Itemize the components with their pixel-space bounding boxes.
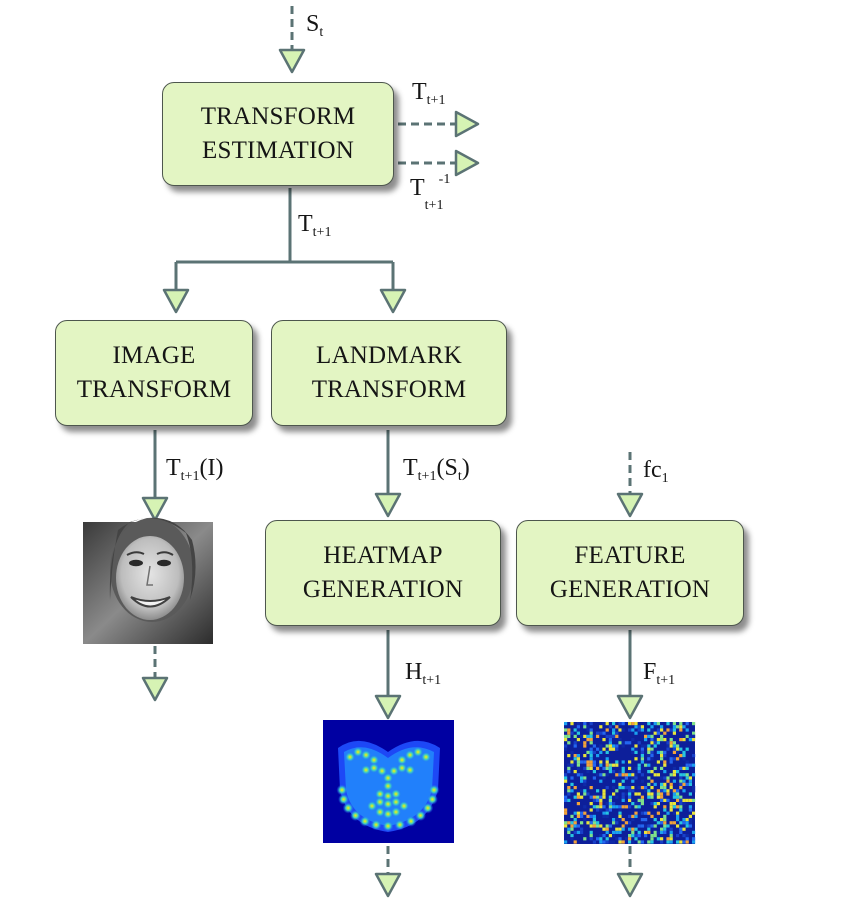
heatmap-generation-line-1: HEATMAP	[323, 541, 443, 569]
landmark-transform-box: LANDMARK TRANSFORM	[271, 320, 507, 426]
image-transform-line-1: IMAGE	[112, 341, 196, 369]
label-t-out-forward: Tt+1	[412, 79, 446, 108]
label-h: Ht+1	[405, 659, 442, 688]
feature-map	[564, 722, 696, 844]
output-t-inverse-arrowhead	[454, 149, 480, 177]
landmark-heatmap	[323, 720, 454, 843]
face-photo	[83, 517, 213, 644]
face-output-arrowhead	[141, 676, 169, 702]
face-arrowhead	[141, 496, 169, 522]
feature-generation-box: FEATURE GENERATION	[516, 520, 744, 626]
feature-gen-arrowhead	[616, 492, 644, 518]
heatmap-gen-arrowhead	[374, 492, 402, 518]
label-t-down: Tt+1	[298, 211, 332, 240]
label-t-landmark: Tt+1(St)	[403, 455, 470, 484]
heatmap-image-arrowhead	[374, 694, 402, 720]
heatmap-generation-box: HEATMAP GENERATION	[265, 520, 501, 626]
feature-image-output-arrowhead	[616, 872, 644, 898]
transform-estimation-line-2: ESTIMATION	[202, 137, 354, 164]
transform-estimation-line-1: TRANSFORM	[200, 102, 356, 130]
label-t-image: Tt+1(I)	[166, 455, 224, 484]
input-s-t-arrowhead	[278, 48, 306, 74]
landmark-transform-arrowhead	[379, 288, 407, 314]
image-transform-arrowhead	[162, 288, 190, 314]
label-fc: fc1	[643, 457, 669, 486]
feature-generation-line-2: GENERATION	[549, 576, 711, 603]
transform-estimation-box: TRANSFORM ESTIMATION	[162, 82, 394, 186]
label-f: Ft+1	[643, 659, 676, 688]
output-t-arrowhead	[454, 110, 480, 138]
landmark-transform-line-1: LANDMARK	[315, 341, 463, 369]
image-transform-box: IMAGE TRANSFORM	[55, 320, 253, 426]
label-s-t: St	[306, 11, 324, 40]
heatmap-generation-line-2: GENERATION	[302, 576, 464, 603]
feature-generation-line-1: FEATURE	[574, 541, 686, 569]
image-transform-line-2: TRANSFORM	[76, 376, 232, 403]
landmark-transform-line-2: TRANSFORM	[311, 376, 467, 403]
feature-image-arrowhead	[616, 694, 644, 720]
heatmap-image-output-arrowhead	[374, 872, 402, 898]
